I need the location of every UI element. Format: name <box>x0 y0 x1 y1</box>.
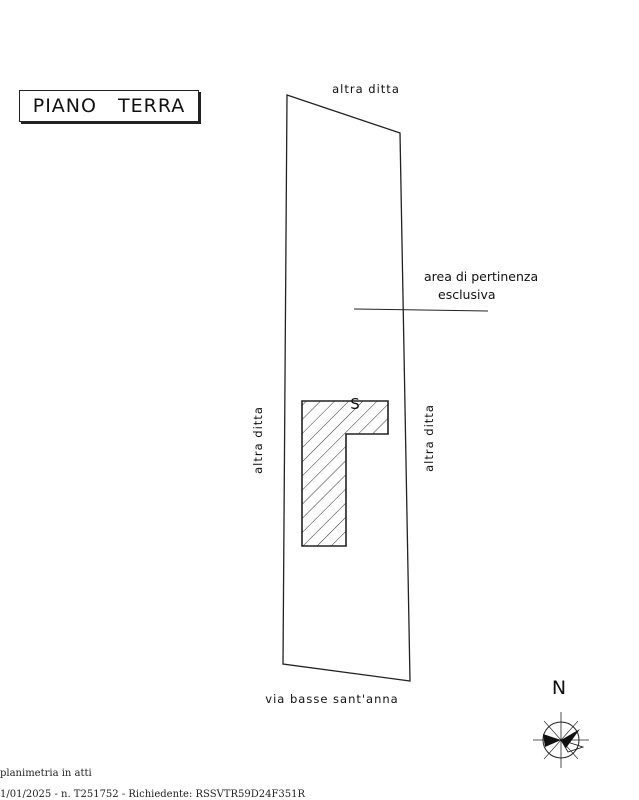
label-area-line2: esclusiva <box>438 287 496 302</box>
area-leader-line <box>353 308 489 312</box>
compass-icon: N <box>533 677 589 768</box>
stair-symbol: S <box>350 395 360 413</box>
footer-request-info: 1/01/2025 - n. T251752 - Richiedente: RS… <box>0 789 306 800</box>
label-top-neighbor: altra ditta <box>332 82 400 96</box>
label-area-line1: area di pertinenza <box>424 269 538 284</box>
label-right-neighbor: altra ditta <box>422 404 436 472</box>
footer-caption: planimetria in atti <box>0 768 92 779</box>
lot-boundary <box>282 94 411 682</box>
label-left-neighbor: altra ditta <box>251 406 265 474</box>
plan-title: PIANO TERRA <box>19 90 199 122</box>
compass-north-label: N <box>552 677 566 699</box>
label-street: via basse sant'anna <box>265 692 398 706</box>
building-footprint <box>301 400 389 547</box>
